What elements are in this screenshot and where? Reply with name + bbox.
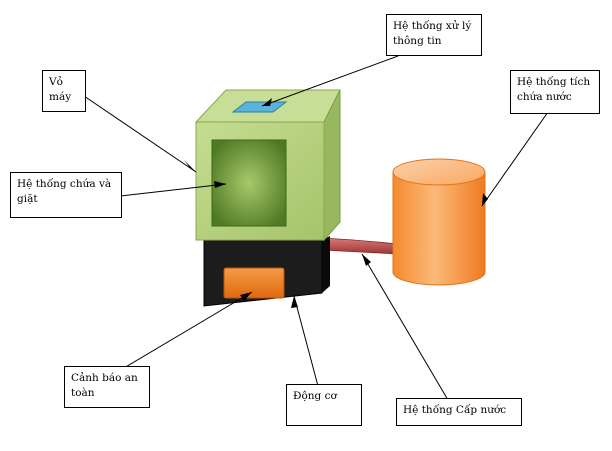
processing-chip xyxy=(231,101,288,113)
arrowhead-storage xyxy=(482,193,488,206)
washing-chamber xyxy=(211,139,287,227)
label-processing-line2: thông tin xyxy=(393,35,442,47)
arrowhead-water-supply xyxy=(362,254,371,266)
leader-safety xyxy=(123,291,253,369)
label-water-supply: Hệ thống Cấp nước xyxy=(396,398,522,426)
label-wash-chamber: Hệ thống chứa và giặt xyxy=(10,172,122,218)
label-storage-line1: Hệ thống tích xyxy=(517,76,591,88)
water-pipe xyxy=(321,237,399,255)
arrowhead-motor xyxy=(291,296,298,308)
leader-processing xyxy=(261,55,399,107)
leader-motor xyxy=(293,295,319,387)
safety-warning-panel xyxy=(223,267,285,299)
label-casing: Vỏ máy xyxy=(42,70,86,112)
leader-storage xyxy=(481,111,549,207)
arrowhead-processing xyxy=(262,98,272,106)
leader-wash-chamber xyxy=(119,183,227,197)
label-water-supply-line1: Hệ thống Cấp nước xyxy=(403,404,507,416)
label-safety-warning: Cảnh báo an toàn xyxy=(64,366,150,408)
label-casing-line2: máy xyxy=(49,91,72,103)
leader-casing xyxy=(83,95,197,173)
label-water-storage: Hệ thống tích chứa nước xyxy=(510,70,600,114)
arrowhead-safety xyxy=(240,292,252,301)
arrowhead-wash-chamber xyxy=(214,181,226,188)
arrowhead-casing xyxy=(184,160,196,172)
label-processing-system: Hệ thống xử lý thông tin xyxy=(386,14,482,56)
label-safety-line2: toàn xyxy=(71,387,95,399)
label-motor: Động cơ xyxy=(286,384,362,426)
label-processing-line1: Hệ thống xử lý xyxy=(393,20,472,32)
label-safety-line1: Cảnh báo an xyxy=(71,372,138,384)
label-casing-line1: Vỏ xyxy=(49,76,63,88)
leader-water-supply xyxy=(361,253,449,401)
label-wash-chamber-line1: Hệ thống chứa và xyxy=(17,178,112,190)
label-storage-line2: chứa nước xyxy=(517,91,572,103)
label-wash-chamber-line2: giặt xyxy=(17,193,38,205)
water-storage-tank xyxy=(392,158,486,286)
label-motor-line1: Động cơ xyxy=(293,390,337,402)
